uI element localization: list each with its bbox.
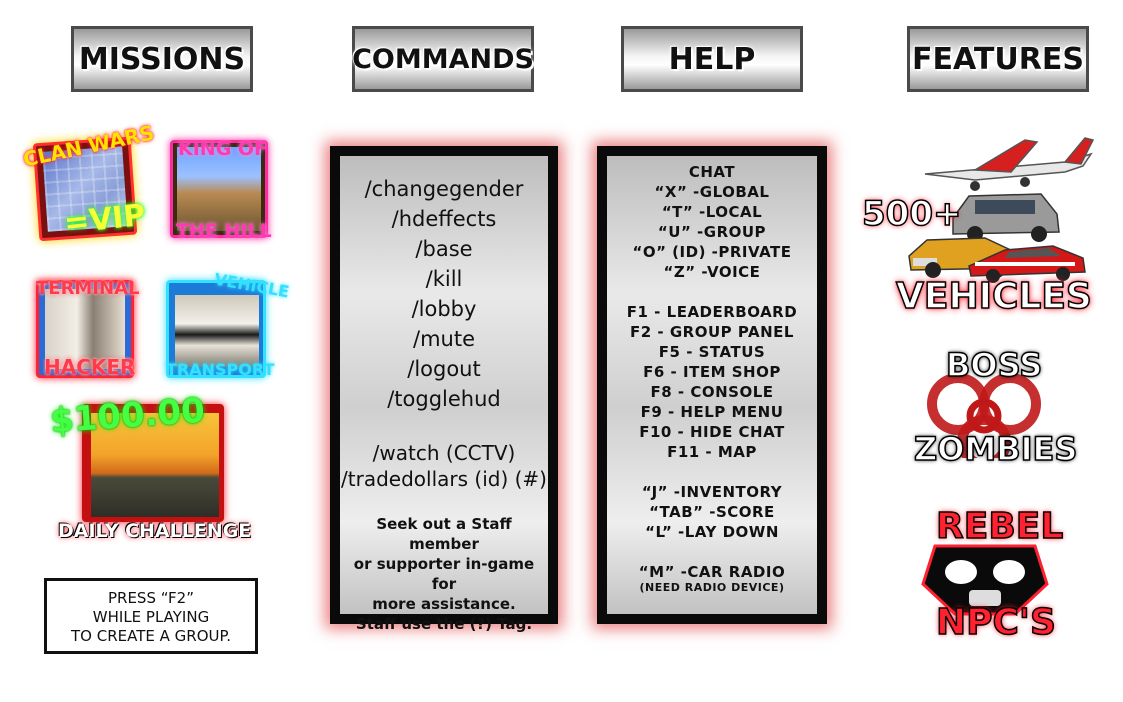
command-item: /kill [425,267,463,291]
help-chat-item: “U” -GROUP [657,223,767,241]
commands-note: Seek out a Staff member or supporter in-… [340,514,548,634]
vehicles-count: 500+ [861,193,962,235]
tab-missions[interactable]: MISSIONS [71,26,253,92]
mission-terminal-hacker[interactable] [36,280,134,378]
command-item: /changegender [364,177,524,201]
help-fkey-item: F5 - STATUS [658,343,766,361]
commands-note-line: Staff use the (?) Tag. [355,615,533,633]
command-item-tradedollars: /tradedollars (id) (#) [341,467,547,491]
commands-note-line: or supporter in-game for [353,555,535,593]
tab-missions-label: MISSIONS [78,41,246,77]
command-item: /mute [413,327,475,351]
help-chat-item: “T” -LOCAL [661,203,763,221]
help-chat-item: “Z” -VOICE [663,263,761,281]
daily-challenge-label: DAILY CHALLENGE [58,520,252,542]
tab-commands-label: COMMANDS [352,43,534,75]
command-item: /logout [407,357,481,381]
help-radio: “M” -CAR RADIO [638,563,786,581]
vehicle-transport-subtitle: TRANSPORT [166,360,275,379]
help-key-item: “L” -LAY DOWN [645,523,779,541]
help-key-item: “J” -INVENTORY [641,483,783,501]
vehicles-label: VEHICLES [895,275,1092,318]
sports-car-icon [968,245,1086,283]
command-item-watch: /watch (CCTV) [372,441,516,465]
help-radio-note: (NEED RADIO DEVICE) [639,581,785,594]
help-fkey-item: F9 - HELP MENU [640,403,784,421]
command-item: /togglehud [387,387,501,411]
tab-features[interactable]: FEATURES [907,26,1089,92]
rebel-label: REBEL [935,505,1064,548]
tab-help-label: HELP [668,41,756,77]
mission-king-of-the-hill[interactable] [170,140,268,238]
help-fkey-item: F11 - MAP [667,443,757,461]
tab-help[interactable]: HELP [621,26,803,92]
vehicle-transport-image [175,295,259,367]
king-hill-title: KING OF [178,138,268,160]
group-hint-line3: TO CREATE A GROUP. [71,627,231,645]
zombies-label: ZOMBIES [913,429,1078,469]
tab-commands[interactable]: COMMANDS [352,26,534,92]
commands-note-line: more assistance. [372,595,516,613]
terminal-hacker-title: TERMINAL [36,278,140,299]
clan-wars-vip: =VIP [62,197,148,242]
group-hint-line2: WHILE PLAYING [92,608,210,626]
command-item: /hdeffects [391,207,497,231]
terminal-hacker-image [45,289,125,369]
help-chat-title: CHAT [688,163,736,181]
boss-label: BOSS [945,345,1043,385]
mission-daily-challenge[interactable] [82,404,224,522]
tab-features-label: FEATURES [912,41,1084,77]
help-key-item: “TAB” -SCORE [649,503,775,521]
help-chat-item: “O” (ID) -PRIVATE [632,243,792,261]
help-fkey-item: F1 - LEADERBOARD [626,303,798,321]
group-hint-line1: PRESS “F2” [107,589,194,607]
daily-challenge-image [91,413,219,517]
help-fkey-item: F6 - ITEM SHOP [643,363,781,381]
group-hint-box: PRESS “F2” WHILE PLAYING TO CREATE A GRO… [44,578,258,654]
gas-mask-icon [921,544,1049,616]
airplane-icon [924,137,1095,191]
help-fkey-item: F8 - CONSOLE [650,383,774,401]
commands-note-line: Seek out a Staff member [376,515,512,553]
king-hill-subtitle: THE HILL [176,220,272,242]
help-fkey-item: F10 - HIDE CHAT [639,423,785,441]
king-hill-image [177,147,261,231]
command-item: /base [415,237,473,261]
mission-vehicle-transport[interactable] [166,280,266,378]
help-panel: CHAT “X” -GLOBAL “T” -LOCAL “U” -GROUP “… [597,146,827,624]
help-fkey-item: F2 - GROUP PANEL [630,323,794,341]
npcs-label: NPC'S [935,601,1056,644]
help-chat-item: “X” -GLOBAL [654,183,770,201]
command-item: /lobby [411,297,477,321]
commands-panel: /changegender /hdeffects /base /kill /lo… [330,146,558,633]
terminal-hacker-subtitle: HACKER [44,355,136,379]
biohazard-icon [927,373,1041,458]
